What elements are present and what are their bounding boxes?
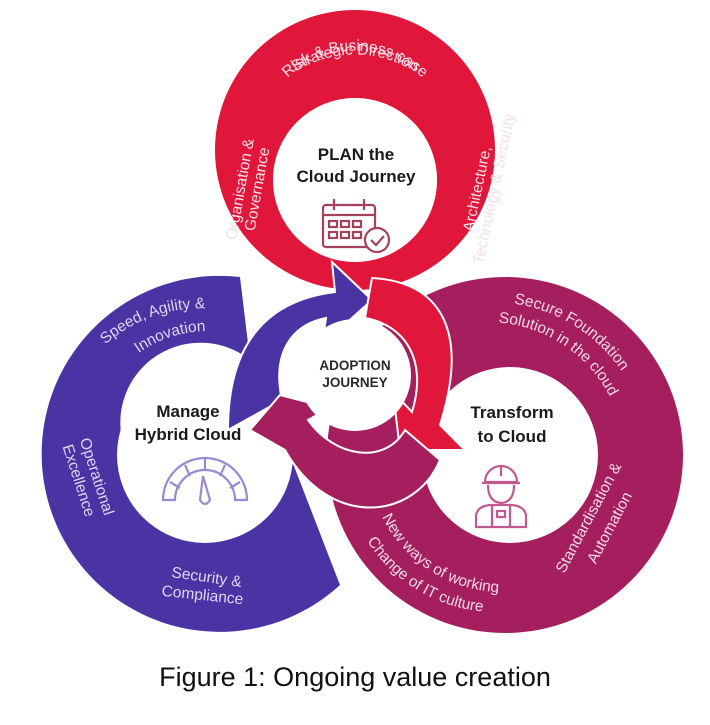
transform-title-line1: Transform (470, 403, 553, 422)
manage-ring-outer (41, 275, 340, 632)
adoption-title-line2: JOURNEY (322, 375, 387, 390)
adoption-journey-hub (299, 319, 411, 431)
adoption-title-line1: ADOPTION (319, 358, 390, 373)
transform-title-line2: to Cloud (478, 427, 547, 446)
transform-ring-hub (422, 367, 598, 543)
manage-title-line2: Hybrid Cloud (135, 425, 242, 444)
manage-to-plan-arrow (226, 259, 374, 432)
construction-worker-icon (474, 464, 528, 529)
plan-title-line2: Cloud Journey (296, 167, 416, 186)
adoption-cycle-arrows (226, 259, 468, 509)
transform-to-manage-arrow (248, 393, 442, 509)
adoption-journey-diagram: ADOPTION JOURNEY PLAN the Cloud Journey … (41, 10, 683, 633)
plan-to-transform-arrow (363, 276, 468, 451)
manage-title-line1: Manage (156, 402, 219, 421)
figure-caption: Figure 1: Ongoing value creation (159, 662, 551, 692)
speedometer-gauge-icon (161, 456, 249, 506)
calendar-check-icon (321, 199, 391, 254)
plan-title-line1: PLAN the (318, 145, 395, 164)
